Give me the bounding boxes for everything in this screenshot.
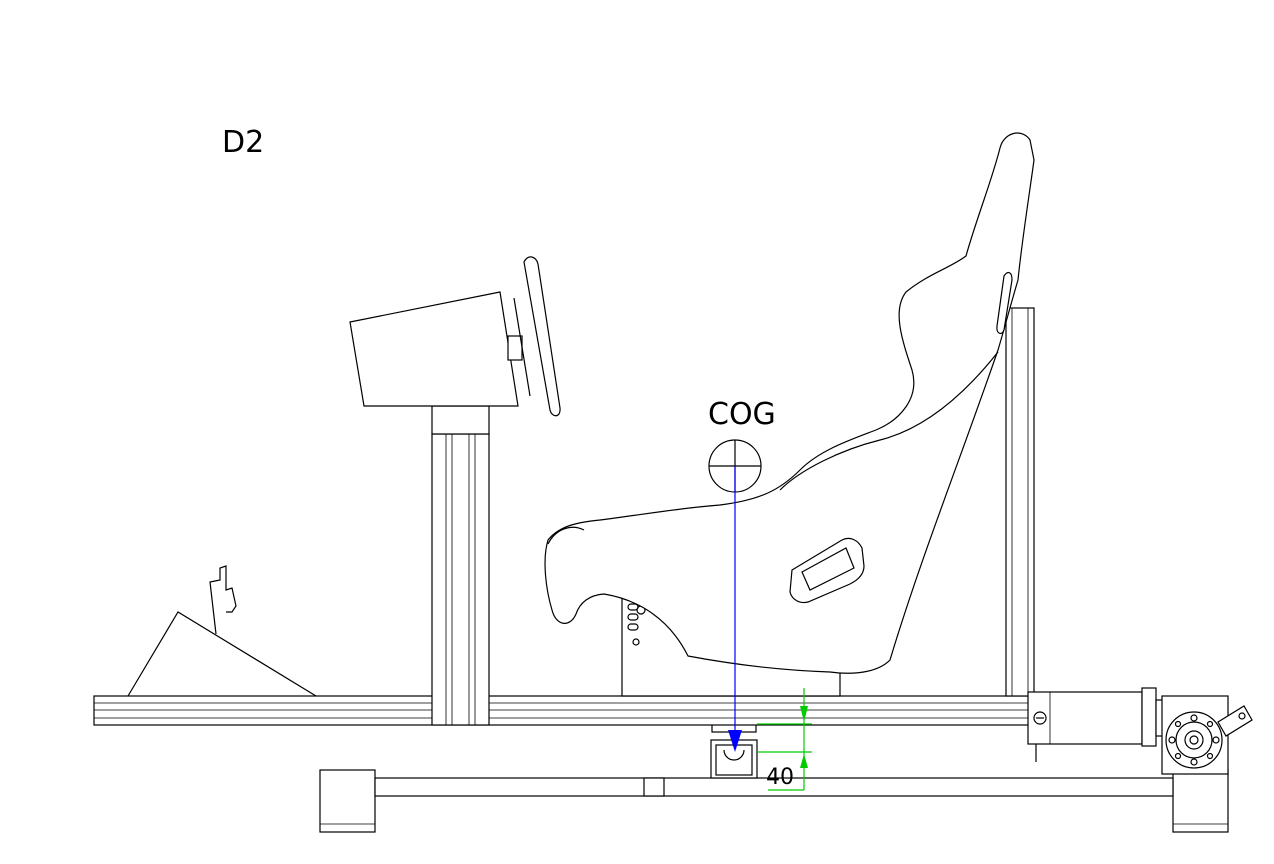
right-foot bbox=[1172, 769, 1229, 833]
bucket-seat bbox=[544, 132, 1035, 674]
base-frame bbox=[319, 769, 1229, 833]
cog-projection-arrow bbox=[728, 466, 742, 752]
cog-label: COG bbox=[708, 397, 776, 432]
steering-wheel bbox=[523, 256, 561, 417]
left-foot bbox=[319, 769, 376, 833]
base-joint bbox=[643, 777, 665, 797]
main-rail bbox=[93, 695, 1035, 726]
rear-upright bbox=[1005, 307, 1035, 697]
wheel-stand bbox=[349, 256, 561, 726]
gearbox bbox=[1161, 695, 1229, 775]
view-label: D2 bbox=[222, 125, 264, 160]
wheelbase-box bbox=[349, 291, 519, 407]
base-rail bbox=[374, 777, 1174, 797]
dimension-40 bbox=[757, 688, 812, 791]
actuator-motor bbox=[1027, 687, 1253, 775]
pivot-bearing bbox=[710, 723, 758, 779]
pedal bbox=[209, 565, 237, 635]
pedal-unit bbox=[127, 565, 317, 697]
dimension-value: 40 bbox=[766, 765, 794, 790]
